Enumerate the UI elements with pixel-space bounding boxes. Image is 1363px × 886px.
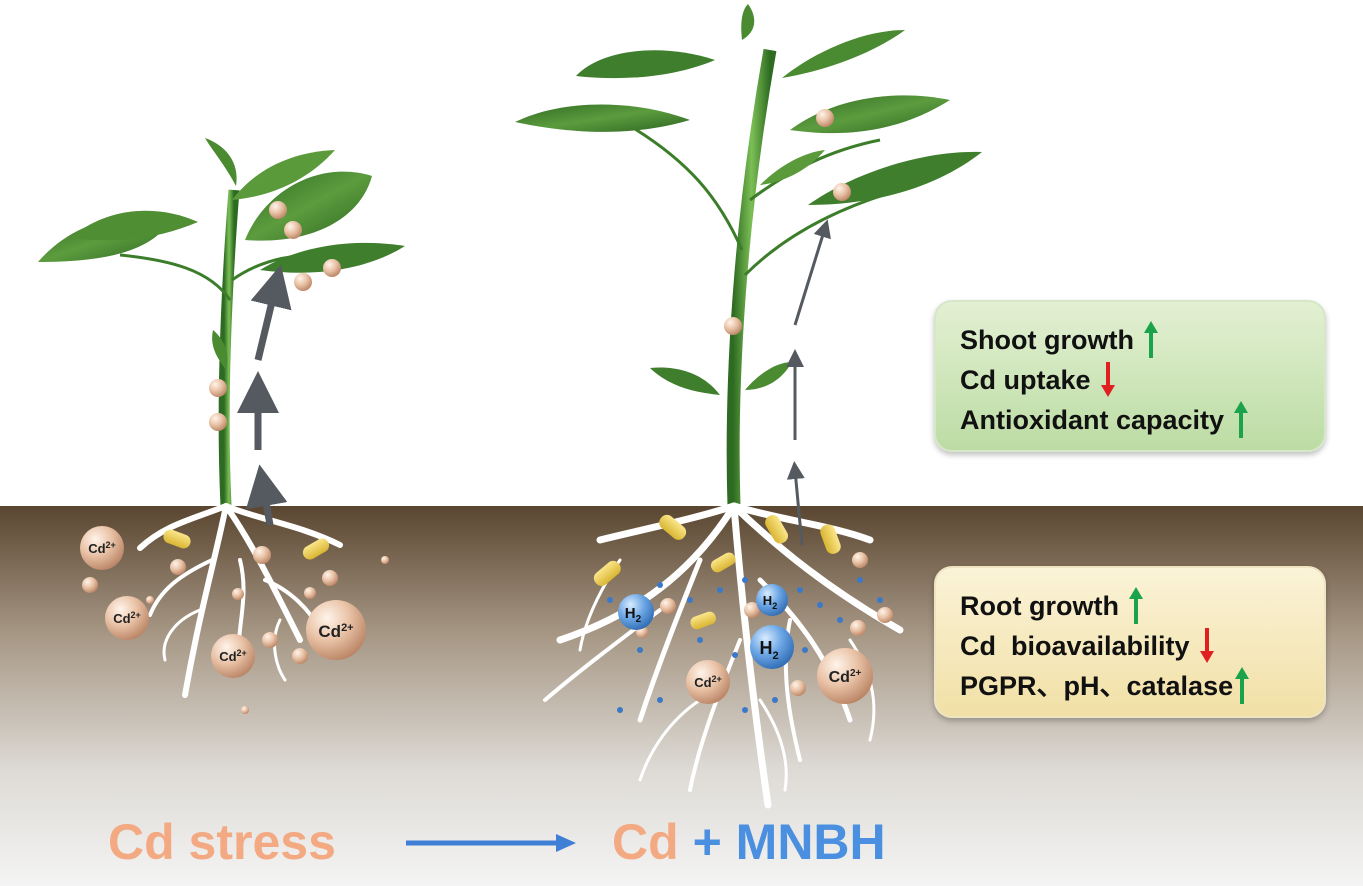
cd-ion-charge: 2+	[106, 540, 116, 550]
up-arrow-icon	[1234, 400, 1249, 440]
leaf	[741, 4, 755, 40]
svg-text:Cd2+: Cd2+	[318, 622, 353, 641]
process-arrow	[406, 834, 576, 852]
cd-ion-charge: 2+	[712, 674, 722, 684]
right-soil-ions	[636, 552, 893, 696]
up-arrow-icon	[1235, 666, 1250, 706]
left-soil-ions	[82, 546, 389, 714]
root-line-3: PGPR、pH、catalase	[960, 666, 1324, 706]
svg-text:Cd2+: Cd2+	[829, 668, 862, 686]
cd-ion-label: Cd	[88, 541, 105, 556]
h2-label: H	[625, 605, 636, 622]
leaf	[650, 367, 720, 395]
svg-text:H2: H2	[625, 605, 642, 625]
leaf	[515, 104, 690, 132]
cd-ion-label: Cd	[219, 649, 236, 664]
shoot-line-1: Shoot growth	[960, 320, 1324, 360]
svg-text:Cd2+: Cd2+	[113, 610, 141, 626]
root-growth-label: Root growth	[960, 591, 1119, 621]
caption-cd-mnbh: Cd + MNBH	[612, 812, 886, 872]
root-line-1: Root growth	[960, 586, 1324, 626]
left-plant-ions	[209, 201, 341, 431]
down-arrow-icon	[1100, 360, 1115, 400]
leaf	[782, 30, 905, 78]
cd-ion-label: Cd	[113, 611, 130, 626]
cd-ion: Cd2+	[686, 660, 730, 704]
h2-sub: 2	[636, 614, 642, 625]
root-line-2: Cd bioavailability	[960, 626, 1324, 666]
leaf	[260, 242, 405, 273]
cd-ion-label: Cd	[829, 669, 850, 686]
cd-ion-charge: 2+	[850, 668, 862, 679]
h2-sub: 2	[772, 601, 777, 611]
leaf	[790, 95, 950, 134]
cd-ion-label: Cd	[318, 622, 341, 641]
leaf	[245, 171, 372, 241]
svg-text:H2: H2	[763, 593, 777, 611]
leaf	[760, 150, 825, 185]
right-transport-arrows	[786, 219, 831, 546]
cd-ion-label: Cd	[694, 675, 711, 690]
svg-text:Cd2+: Cd2+	[219, 648, 247, 664]
up-arrow-icon	[1128, 586, 1143, 626]
svg-text:Cd2+: Cd2+	[694, 674, 722, 690]
caption-mnbh: MNBH	[735, 814, 886, 870]
pgpr-ph-catalase-label: PGPR、pH、catalase	[960, 671, 1234, 701]
cd-uptake-label: Cd uptake	[960, 365, 1091, 395]
h2-bubble: H2	[618, 594, 654, 630]
shoot-line-3: Antioxidant capacity	[960, 400, 1324, 440]
cd-ion-charge: 2+	[341, 622, 354, 634]
cd-ion-charge: 2+	[237, 648, 247, 658]
left-bacteria	[163, 529, 330, 560]
root-effects-box: Root growth Cd bioavailability PGPR、pH、c…	[934, 566, 1326, 718]
right-micro-bubbles	[607, 577, 883, 713]
cd-ion: Cd2+	[817, 648, 873, 704]
cd-ion: Cd2+	[306, 600, 366, 660]
cd-ion: Cd2+	[80, 526, 124, 570]
leaf	[205, 138, 237, 186]
shoot-effects-box: Shoot growth Cd uptake Antioxidant capac…	[934, 300, 1326, 452]
cd-bioavailability-label: Cd bioavailability	[960, 631, 1190, 661]
h2-bubble: H2	[756, 584, 788, 616]
h2-label: H	[763, 593, 772, 608]
leaf	[232, 150, 335, 200]
leaf	[576, 50, 715, 79]
down-arrow-icon	[1199, 626, 1214, 666]
h2-bubble: H2	[750, 625, 794, 669]
right-bacteria	[593, 514, 841, 630]
leaf	[808, 151, 982, 205]
caption-cd-stress: Cd stress	[108, 814, 336, 870]
h2-sub: 2	[772, 650, 778, 662]
svg-text:H2: H2	[759, 638, 778, 662]
cd-ion: Cd2+	[211, 634, 255, 678]
leaf	[70, 210, 198, 241]
caption-cd: Cd	[612, 814, 679, 870]
shoot-growth-label: Shoot growth	[960, 325, 1134, 355]
svg-text:Cd2+: Cd2+	[88, 540, 116, 556]
h2-label: H	[759, 638, 772, 658]
right-plant-ions	[724, 109, 851, 335]
left-plant: Cd2+ Cd2+ Cd2+ Cd2+	[38, 138, 405, 714]
caption-plus: +	[692, 814, 722, 870]
cd-ion-charge: 2+	[131, 610, 141, 620]
cd-ion: Cd2+	[105, 596, 149, 640]
antioxidant-capacity-label: Antioxidant capacity	[960, 405, 1225, 435]
left-transport-arrows	[237, 264, 292, 526]
leaf	[745, 362, 792, 390]
shoot-line-2: Cd uptake	[960, 360, 1324, 400]
up-arrow-icon	[1143, 320, 1158, 360]
right-plant: H2 H2 H2 Cd2+ Cd2+	[515, 4, 982, 809]
leaf	[212, 330, 228, 370]
